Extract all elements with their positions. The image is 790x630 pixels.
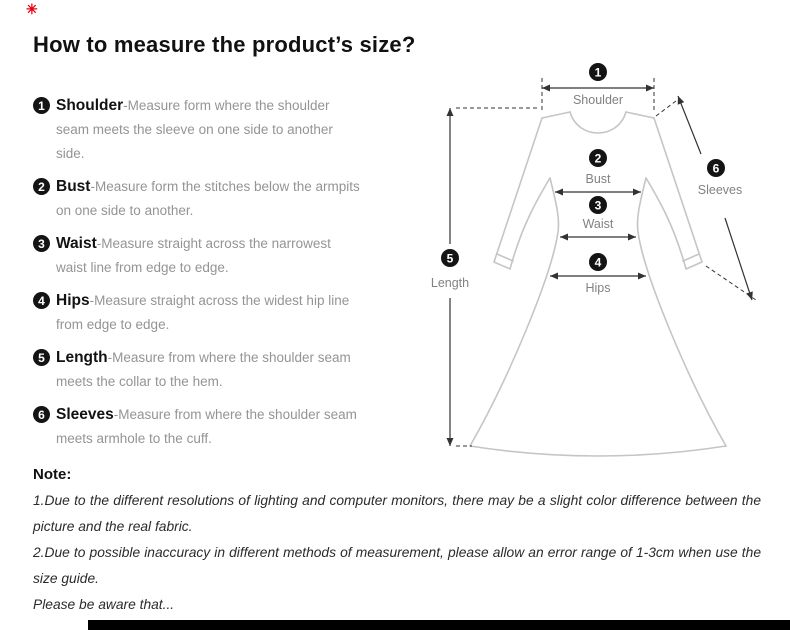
waist-number-badge [589, 196, 607, 214]
measure-desc: -Measure from where the shoulder seam me… [56, 350, 351, 389]
sleeves-measure: 6 Sleeves [655, 95, 757, 301]
brand-mark-icon: ✳ [26, 1, 38, 17]
bust-label: Bust [585, 172, 611, 186]
sleeves-number: 6 [713, 162, 720, 176]
shoulder-number-badge [589, 63, 607, 81]
measure-desc: -Measure straight across the narrowest w… [56, 236, 331, 275]
measure-desc: -Measure from where the shoulder seam me… [56, 407, 357, 446]
length-number-badge [441, 249, 459, 267]
note-section: Note: 1.Due to the different resolutions… [33, 466, 761, 618]
item-number-badge: 2 [33, 178, 50, 195]
shoulder-label: Shoulder [573, 93, 623, 107]
measure-term: Hips [56, 292, 90, 309]
bust-number: 2 [595, 152, 602, 166]
item-number-badge: 4 [33, 292, 50, 309]
hips-number: 4 [595, 256, 602, 270]
measure-term: Bust [56, 178, 91, 195]
list-item-shoulder: 1 Shoulder-Measure form where the should… [33, 94, 423, 166]
note-heading: Note: [33, 466, 72, 483]
measure-desc: -Measure form the stitches below the arm… [56, 179, 360, 218]
length-measure: 5 Length [431, 107, 538, 447]
waist-label: Waist [583, 217, 614, 231]
dress-measurement-diagram: 1 Shoulder 2 Bust 3 Waist 4 Hips 5 Lengt… [431, 63, 757, 457]
item-number-badge: 3 [33, 235, 50, 252]
bust-number-badge [589, 149, 607, 167]
dress-outline [469, 111, 727, 457]
hips-number-badge [589, 253, 607, 271]
bottom-bar [88, 620, 790, 630]
hips-label: Hips [585, 281, 610, 295]
sleeves-number-badge [707, 159, 725, 177]
measure-term: Sleeves [56, 406, 114, 423]
sleeves-label: Sleeves [698, 183, 742, 197]
measure-desc: -Measure form where the shoulder seam me… [56, 98, 333, 161]
note-line: 2.Due to possible inaccuracy in differen… [33, 545, 761, 586]
page-title: How to measure the product’s size? [33, 32, 416, 57]
length-label: Length [431, 276, 469, 290]
hips-measure: 4 Hips [550, 253, 646, 295]
item-number-badge: 1 [33, 97, 50, 114]
note-line: Please be aware that... [33, 597, 175, 612]
measure-desc: -Measure straight across the widest hip … [56, 293, 350, 332]
shoulder-number: 1 [595, 66, 602, 80]
list-item-hips: 4 Hips-Measure straight across the wides… [33, 289, 423, 337]
list-item-sleeves: 6 Sleeves-Measure from where the shoulde… [33, 403, 423, 451]
bust-measure: 2 Bust [555, 149, 641, 196]
waist-number: 3 [595, 199, 602, 213]
list-item-bust: 2 Bust-Measure form the stitches below t… [33, 175, 423, 223]
measure-term: Length [56, 349, 108, 366]
shoulder-measure: 1 Shoulder [541, 63, 655, 112]
waist-measure: 3 Waist [560, 196, 636, 241]
item-number-badge: 6 [33, 406, 50, 423]
list-item-waist: 3 Waist-Measure straight across the narr… [33, 232, 423, 280]
measure-term: Shoulder [56, 97, 124, 114]
note-line: 1.Due to the different resolutions of li… [33, 493, 761, 534]
list-item-length: 5 Length-Measure from where the shoulder… [33, 346, 423, 394]
measure-term: Waist [56, 235, 97, 252]
measurement-list: 1 Shoulder-Measure form where the should… [33, 94, 423, 460]
item-number-badge: 5 [33, 349, 50, 366]
length-number: 5 [447, 252, 454, 266]
